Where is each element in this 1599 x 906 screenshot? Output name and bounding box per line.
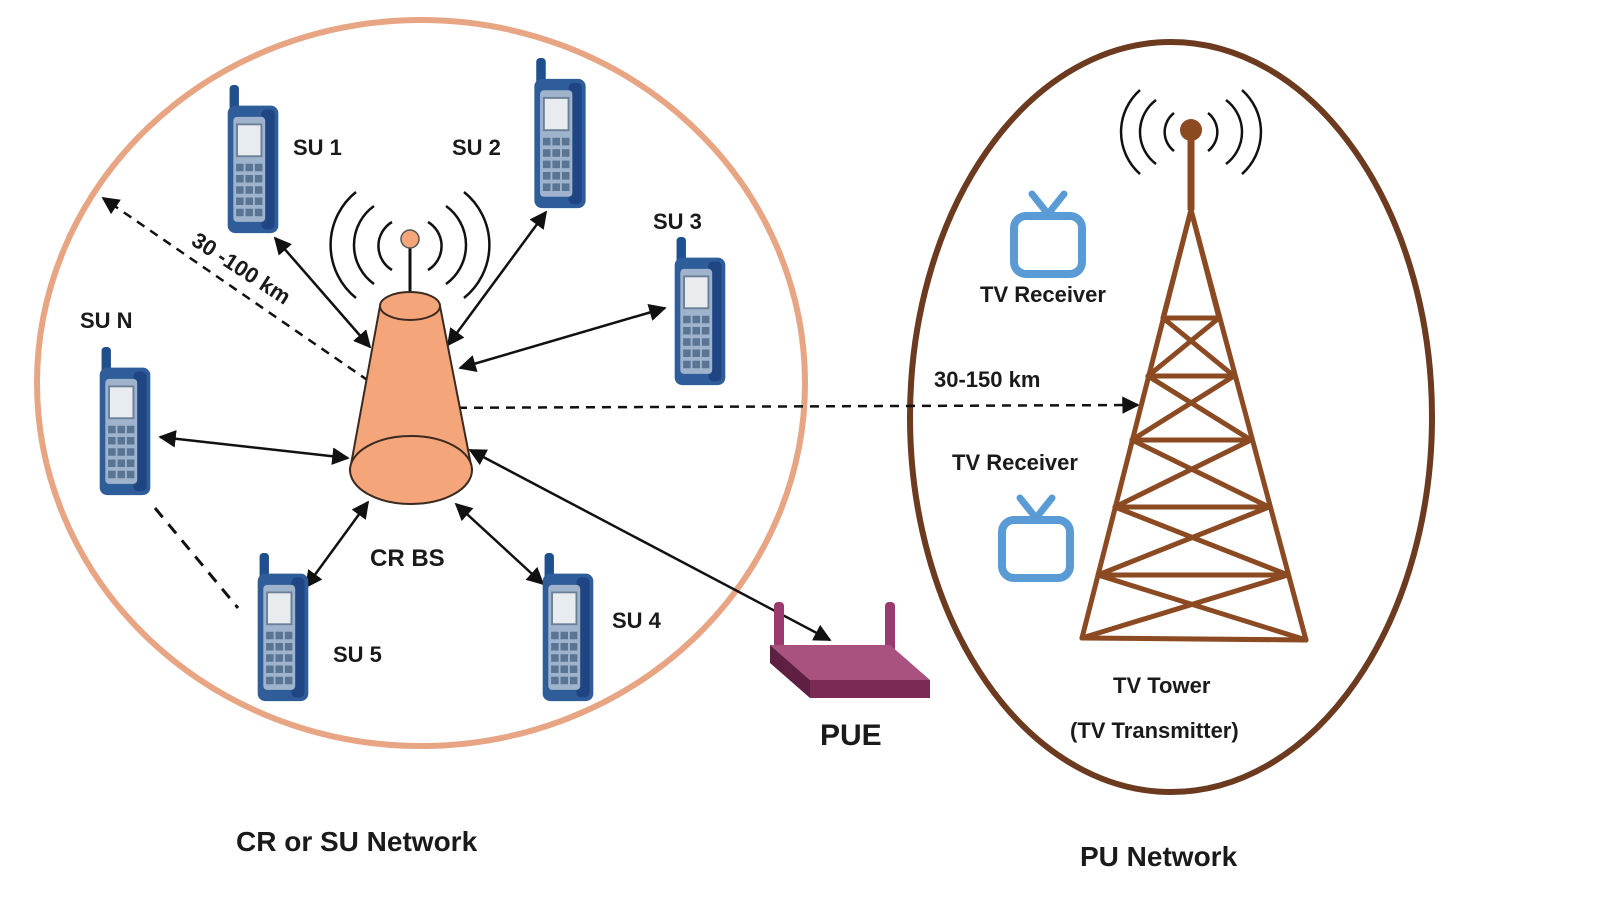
cr-bs-label: CR BS <box>370 545 445 572</box>
mobile-phone-icon <box>98 347 152 497</box>
su1-label: SU 1 <box>293 135 342 160</box>
pu-network-boundary <box>907 39 1435 795</box>
link-sun <box>158 430 350 465</box>
cr-network-caption: CR or SU Network <box>236 826 478 857</box>
coverage-radius-line <box>101 196 409 410</box>
link-su1 <box>273 236 372 349</box>
su2-label: SU 2 <box>452 135 501 160</box>
signal-waves-icon <box>329 191 491 299</box>
tv-receiver-top-label: TV Receiver <box>980 282 1106 307</box>
pue-label: PUE <box>820 719 882 752</box>
router-icon <box>770 602 930 698</box>
link-su3 <box>458 304 667 372</box>
link-su4 <box>454 502 545 586</box>
link-pue <box>468 448 832 642</box>
interference-distance-label: 30-150 km <box>934 367 1040 392</box>
su4-label: SU 4 <box>612 608 662 633</box>
su3-label: SU 3 <box>653 209 702 234</box>
tv-tower-label: TV Tower <box>1113 673 1211 698</box>
su-continuation-line <box>153 507 240 609</box>
mobile-phone-icon <box>226 85 280 235</box>
transmission-tower-icon <box>1079 89 1309 643</box>
tv-transmitter-label: (TV Transmitter) <box>1070 718 1239 743</box>
su5-label: SU 5 <box>333 642 382 667</box>
cr-network-boundary <box>34 17 808 749</box>
cr-base-station <box>329 191 491 505</box>
link-su5 <box>304 500 370 589</box>
interference-distance-line <box>409 396 1140 414</box>
pu-network-caption: PU Network <box>1080 841 1238 872</box>
tv-icon <box>1002 498 1070 578</box>
tv-receiver-bottom-label: TV Receiver <box>952 450 1078 475</box>
mobile-phone-icon <box>541 553 595 703</box>
mobile-phone-icon <box>256 553 310 703</box>
mobile-phone-icon <box>533 58 587 210</box>
link-su2 <box>446 210 548 347</box>
mobile-phone-icon <box>673 237 727 387</box>
sun-label: SU N <box>80 308 133 333</box>
tv-icon <box>1014 194 1082 274</box>
